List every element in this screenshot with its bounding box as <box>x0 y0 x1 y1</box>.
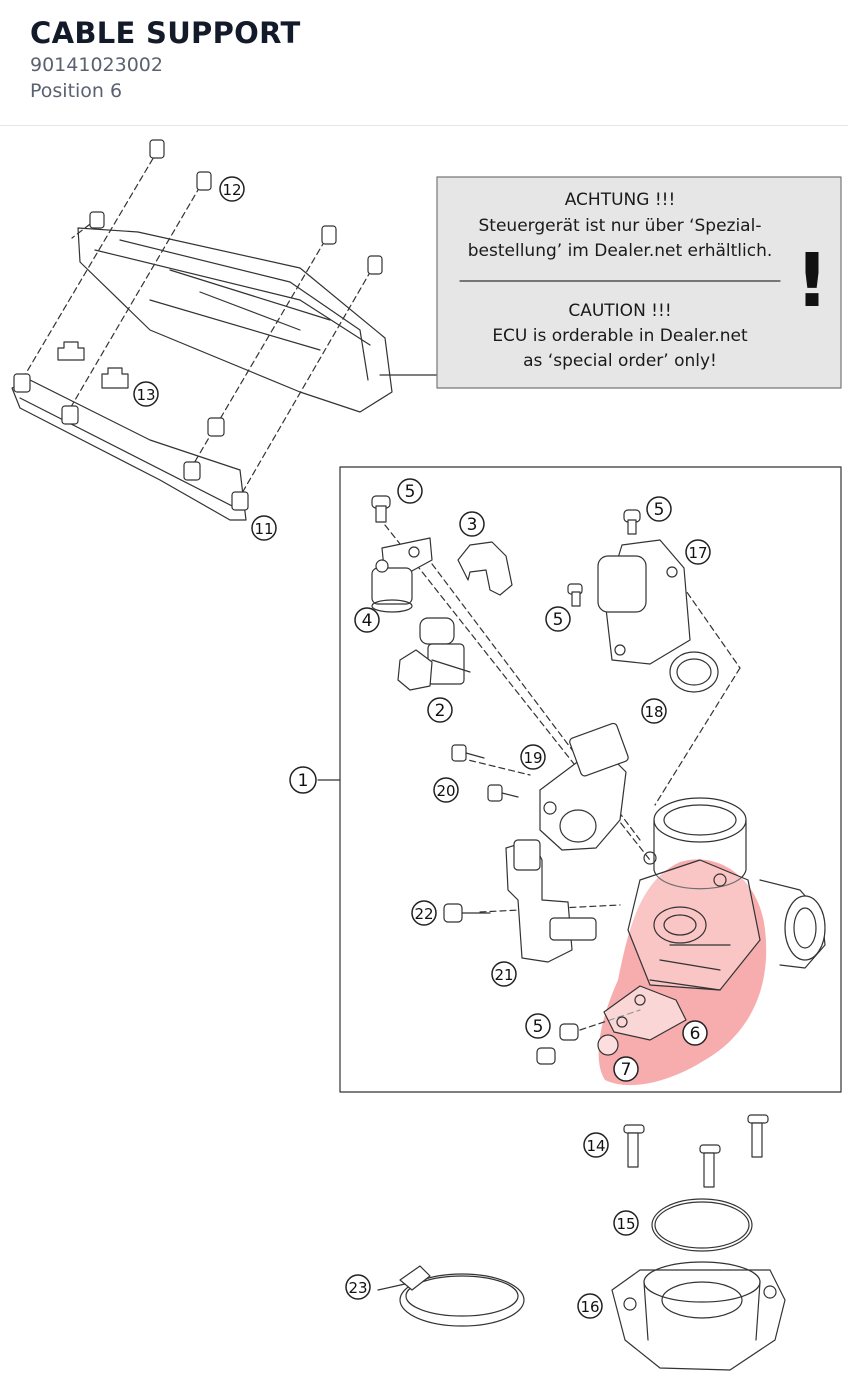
warning-en-line1: ECU is orderable in Dealer.net <box>492 326 748 346</box>
warning-en-line2: as ‘special order’ only! <box>523 351 717 371</box>
callout-21: 21 <box>494 966 513 984</box>
bracket-part-19 <box>539 722 629 851</box>
callout-23: 23 <box>348 1279 367 1297</box>
injector-part-2 <box>397 617 471 691</box>
callout-13: 13 <box>136 386 155 404</box>
part-number: 90141023002 <box>30 54 163 76</box>
callout-11: 11 <box>254 520 273 538</box>
callout-5-mid: 5 <box>553 610 564 630</box>
callout-5-right: 5 <box>654 500 665 520</box>
callout-5-bottom: 5 <box>533 1017 544 1037</box>
o-ring-part-18 <box>669 651 719 693</box>
ecu-assembly <box>11 139 438 521</box>
flange-part-16 <box>611 1261 786 1371</box>
callout-18: 18 <box>644 703 663 721</box>
exploded-parts-diagram: ACHTUNG !!! Steuergerät ist nur über ‘Sp… <box>11 139 842 1371</box>
warning-de-title: ACHTUNG !!! <box>565 190 676 210</box>
sensor-part-17 <box>567 509 691 665</box>
sensor-part-21 <box>505 839 597 963</box>
callout-15: 15 <box>616 1215 635 1233</box>
callout-1: 1 <box>298 771 309 791</box>
callout-5-top: 5 <box>405 482 416 502</box>
part-title: CABLE SUPPORT <box>30 16 301 50</box>
clamp-part-23 <box>377 1265 525 1327</box>
screws-part-14 <box>623 1114 769 1188</box>
throttle-body <box>627 797 826 991</box>
exclamation-icon: ! <box>795 238 829 324</box>
callout-12: 12 <box>222 181 241 199</box>
callout-3: 3 <box>467 515 478 535</box>
part-header: CABLE SUPPORT 90141023002 Position 6 <box>0 0 848 126</box>
o-ring-part-15 <box>651 1198 753 1252</box>
warning-box <box>436 176 842 389</box>
callout-14: 14 <box>586 1137 605 1155</box>
part-position: Position 6 <box>30 80 123 102</box>
callout-6: 6 <box>690 1024 701 1044</box>
sensor-part-4 <box>371 537 433 613</box>
warning-de-line1: Steuergerät ist nur über ‘Spezial- <box>479 216 762 236</box>
callout-19: 19 <box>523 749 542 767</box>
warning-de-line2: bestellung’ im Dealer.net erhältlich. <box>468 241 773 261</box>
callout-17: 17 <box>688 544 707 562</box>
callout-7: 7 <box>621 1060 632 1080</box>
callout-20: 20 <box>436 782 455 800</box>
callout-4: 4 <box>362 611 373 631</box>
callout-2: 2 <box>435 701 446 721</box>
warning-en-title: CAUTION !!! <box>568 301 671 321</box>
callout-22: 22 <box>414 905 433 923</box>
callout-16: 16 <box>580 1298 599 1316</box>
